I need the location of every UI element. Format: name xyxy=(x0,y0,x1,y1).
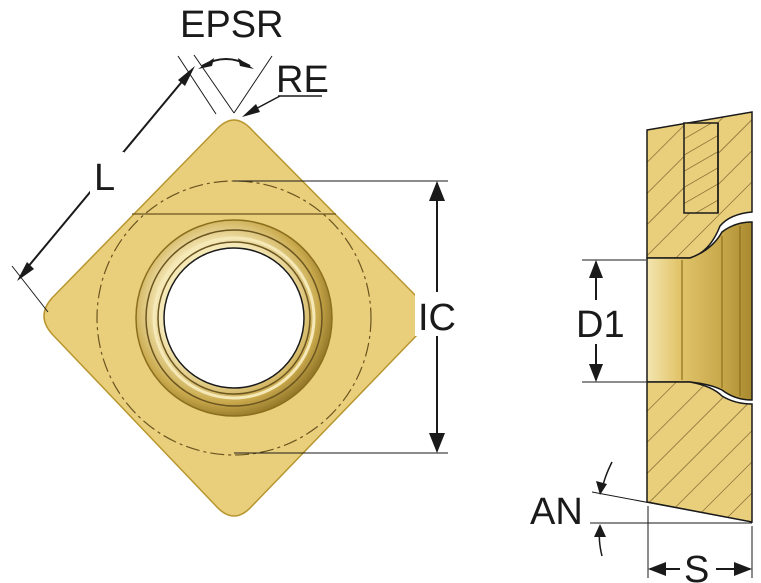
l-label: L xyxy=(94,157,115,199)
l-arrow-lower xyxy=(17,262,34,281)
countersink-ring-2 xyxy=(152,236,316,400)
d1-label: D1 xyxy=(576,304,625,346)
an-arrow-bottom xyxy=(594,524,606,537)
s-label: S xyxy=(684,549,709,583)
ic-arrow-top xyxy=(429,181,445,201)
an-label: AN xyxy=(530,491,583,533)
epsr-label: EPSR xyxy=(180,4,283,46)
section-bore xyxy=(646,221,753,401)
epsr-extension-left xyxy=(193,54,235,114)
insert-section-view: D1 AN S xyxy=(530,111,753,583)
counterbore-slot xyxy=(683,122,719,214)
epsr-extension-right xyxy=(233,55,273,114)
epsr-arrow-right xyxy=(238,58,254,69)
s-arrow-right xyxy=(734,562,752,576)
countersink-ring-3 xyxy=(157,241,311,395)
section-bottom-block xyxy=(646,381,753,523)
l-extension-lower xyxy=(11,265,49,313)
l-arrow-upper xyxy=(178,66,195,86)
epsr-arrow-left xyxy=(198,58,214,69)
insert-front-view: IC L EPSR RE xyxy=(11,4,461,517)
re-label: RE xyxy=(276,59,329,101)
center-hole xyxy=(163,247,305,389)
d1-arrow-top xyxy=(589,260,603,278)
ic-label: IC xyxy=(418,297,456,339)
an-flank-extension xyxy=(591,491,753,523)
re-arrow xyxy=(242,104,260,117)
ic-arrow-bottom xyxy=(429,433,445,453)
an-arrow-top xyxy=(596,481,607,495)
countersink-ring-1 xyxy=(145,229,323,407)
l-extension-upper xyxy=(177,55,217,115)
d1-arrow-bottom xyxy=(589,364,603,382)
s-arrow-left xyxy=(648,562,666,576)
